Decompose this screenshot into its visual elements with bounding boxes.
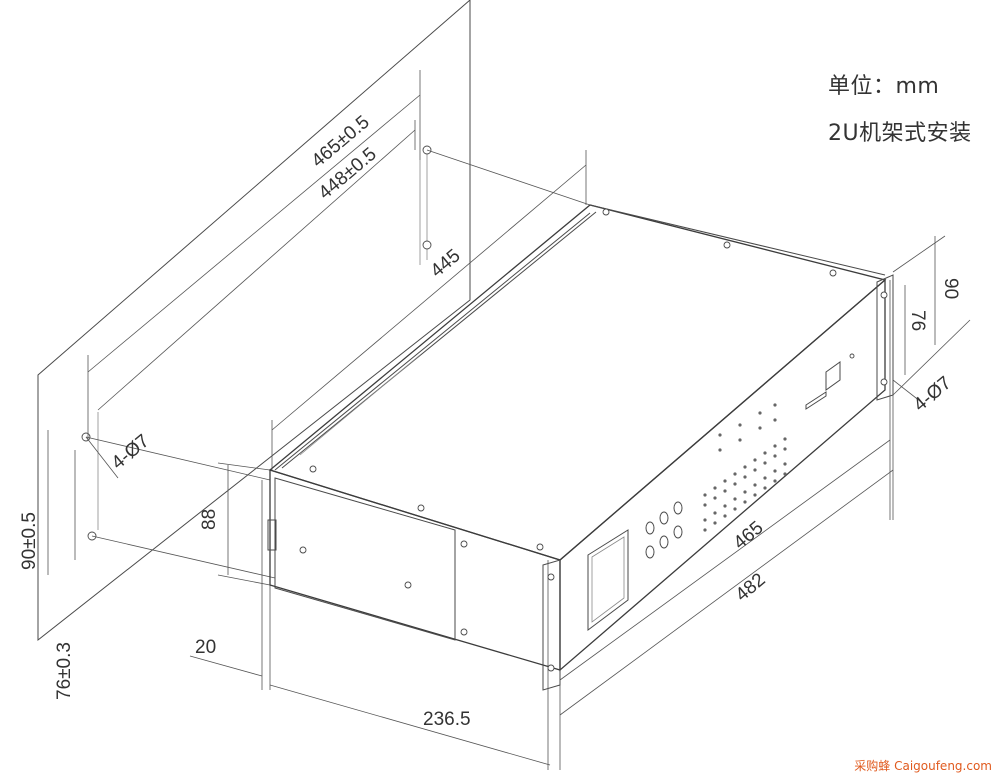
dim-holes-left: 4-Ø7 (108, 431, 154, 474)
unit-note: 单位：mm (828, 74, 940, 99)
dim-20: 20 (195, 637, 216, 658)
mount-note: 2U机架式安装 (828, 121, 972, 146)
dim-482: 482 (732, 569, 770, 605)
front-panel-details (587, 353, 855, 631)
watermark: 采购蜂 Caigoufeng.com (854, 759, 992, 773)
dim-76-right: 76 (907, 310, 928, 331)
dim-465-bottom: 465 (730, 517, 768, 553)
chassis-screws (299, 208, 888, 672)
dim-holes-right: 4-Ø7 (910, 373, 956, 416)
extension-lines (85, 149, 891, 770)
dim-236: 236.5 (423, 709, 471, 730)
dim-445: 445 (427, 245, 465, 281)
vent-holes (703, 403, 787, 532)
dim-88: 88 (199, 509, 220, 530)
dim-90-tol: 90±0.5 (19, 512, 40, 570)
dimension-lines (47, 70, 971, 766)
dim-90-right: 90 (940, 278, 961, 299)
dim-76-tol: 76±0.3 (54, 642, 75, 700)
dimension-labels: 465±0.5 448±0.5 445 90 76 4-Ø7 4-Ø7 88 9… (19, 112, 961, 730)
chassis (267, 204, 894, 691)
rack-panel (37, 0, 471, 642)
